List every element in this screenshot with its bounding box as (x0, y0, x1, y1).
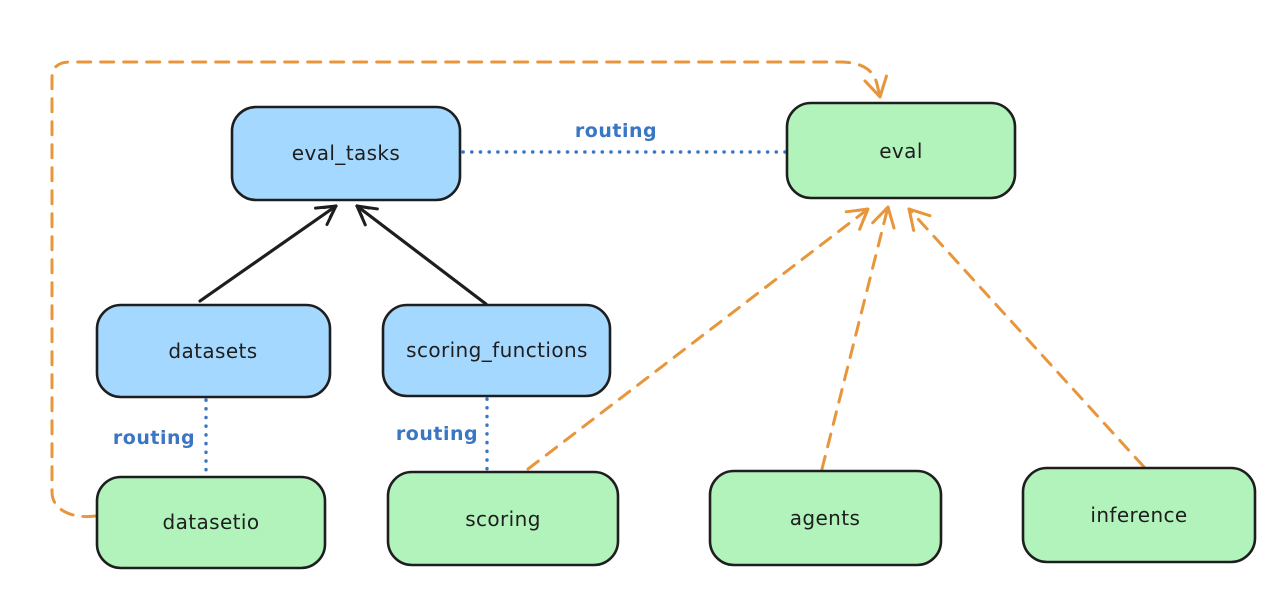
edge-scoring-functions-to-eval-tasks (355, 204, 488, 306)
edge-inference-to-eval (907, 207, 1146, 469)
node-datasets-label: datasets (168, 339, 257, 363)
edge-datasets-to-eval-tasks (198, 204, 338, 303)
node-datasetio-box (95, 475, 327, 570)
edge-label-routing-middle: routing (396, 423, 478, 445)
node-agents-label: agents (790, 506, 861, 530)
node-datasets-box (95, 303, 332, 399)
node-scoring: scoring (386, 470, 620, 567)
edges-layer: routing routing routing (50, 60, 1146, 519)
node-inference-box (1021, 466, 1257, 564)
node-datasets: datasets (95, 303, 332, 399)
node-scoring-functions-box (381, 303, 612, 398)
nodes-layer: eval_tasks eval datasets scoring_functio… (95, 101, 1257, 570)
edge-label-routing-top: routing (575, 120, 657, 142)
node-inference: inference (1021, 466, 1257, 564)
edge-agents-to-eval (820, 205, 896, 471)
node-eval-tasks: eval_tasks (230, 105, 462, 202)
node-datasetio-label: datasetio (162, 510, 259, 534)
node-eval-tasks-label: eval_tasks (292, 141, 400, 165)
node-datasetio: datasetio (95, 475, 327, 570)
node-eval-tasks-box (230, 105, 462, 202)
node-inference-label: inference (1090, 503, 1187, 527)
edge-label-routing-left: routing (113, 427, 195, 449)
node-eval: eval (785, 101, 1017, 200)
node-scoring-functions: scoring_functions (381, 303, 612, 398)
node-scoring-label: scoring (465, 507, 541, 531)
node-scoring-functions-label: scoring_functions (406, 338, 588, 362)
node-scoring-box (386, 470, 620, 567)
node-eval-label: eval (879, 139, 923, 163)
node-agents-box (708, 469, 943, 567)
node-agents: agents (708, 469, 943, 567)
edge-scoring-to-eval (526, 207, 870, 471)
edge-datasetio-to-eval (50, 60, 888, 519)
node-eval-box (785, 101, 1017, 200)
